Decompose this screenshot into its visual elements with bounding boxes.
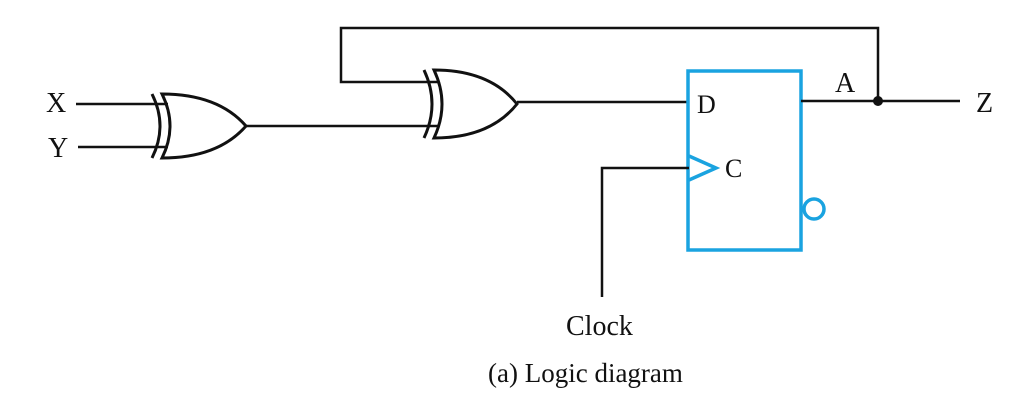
- clock-label: Clock: [566, 311, 633, 342]
- flipflop-body: [686, 69, 803, 252]
- clock-wire: [600, 166, 689, 297]
- diagram-caption: (a) Logic diagram: [488, 358, 683, 388]
- d-pin-label: D: [697, 90, 716, 119]
- c-pin-label: C: [725, 154, 742, 183]
- junction-dot: [873, 96, 883, 106]
- input-y-label: Y: [48, 133, 68, 164]
- feedback-wire: [339, 26, 880, 101]
- output-z-label: Z: [976, 88, 993, 119]
- d-flipflop: [686, 69, 826, 252]
- xor-gate-2: [422, 68, 519, 140]
- xor-gate-1: [150, 92, 248, 160]
- inverted-output-bubble: [802, 197, 826, 221]
- state-a-label: A: [835, 68, 856, 99]
- input-x-label: X: [46, 88, 66, 119]
- clock-triangle: [688, 154, 721, 182]
